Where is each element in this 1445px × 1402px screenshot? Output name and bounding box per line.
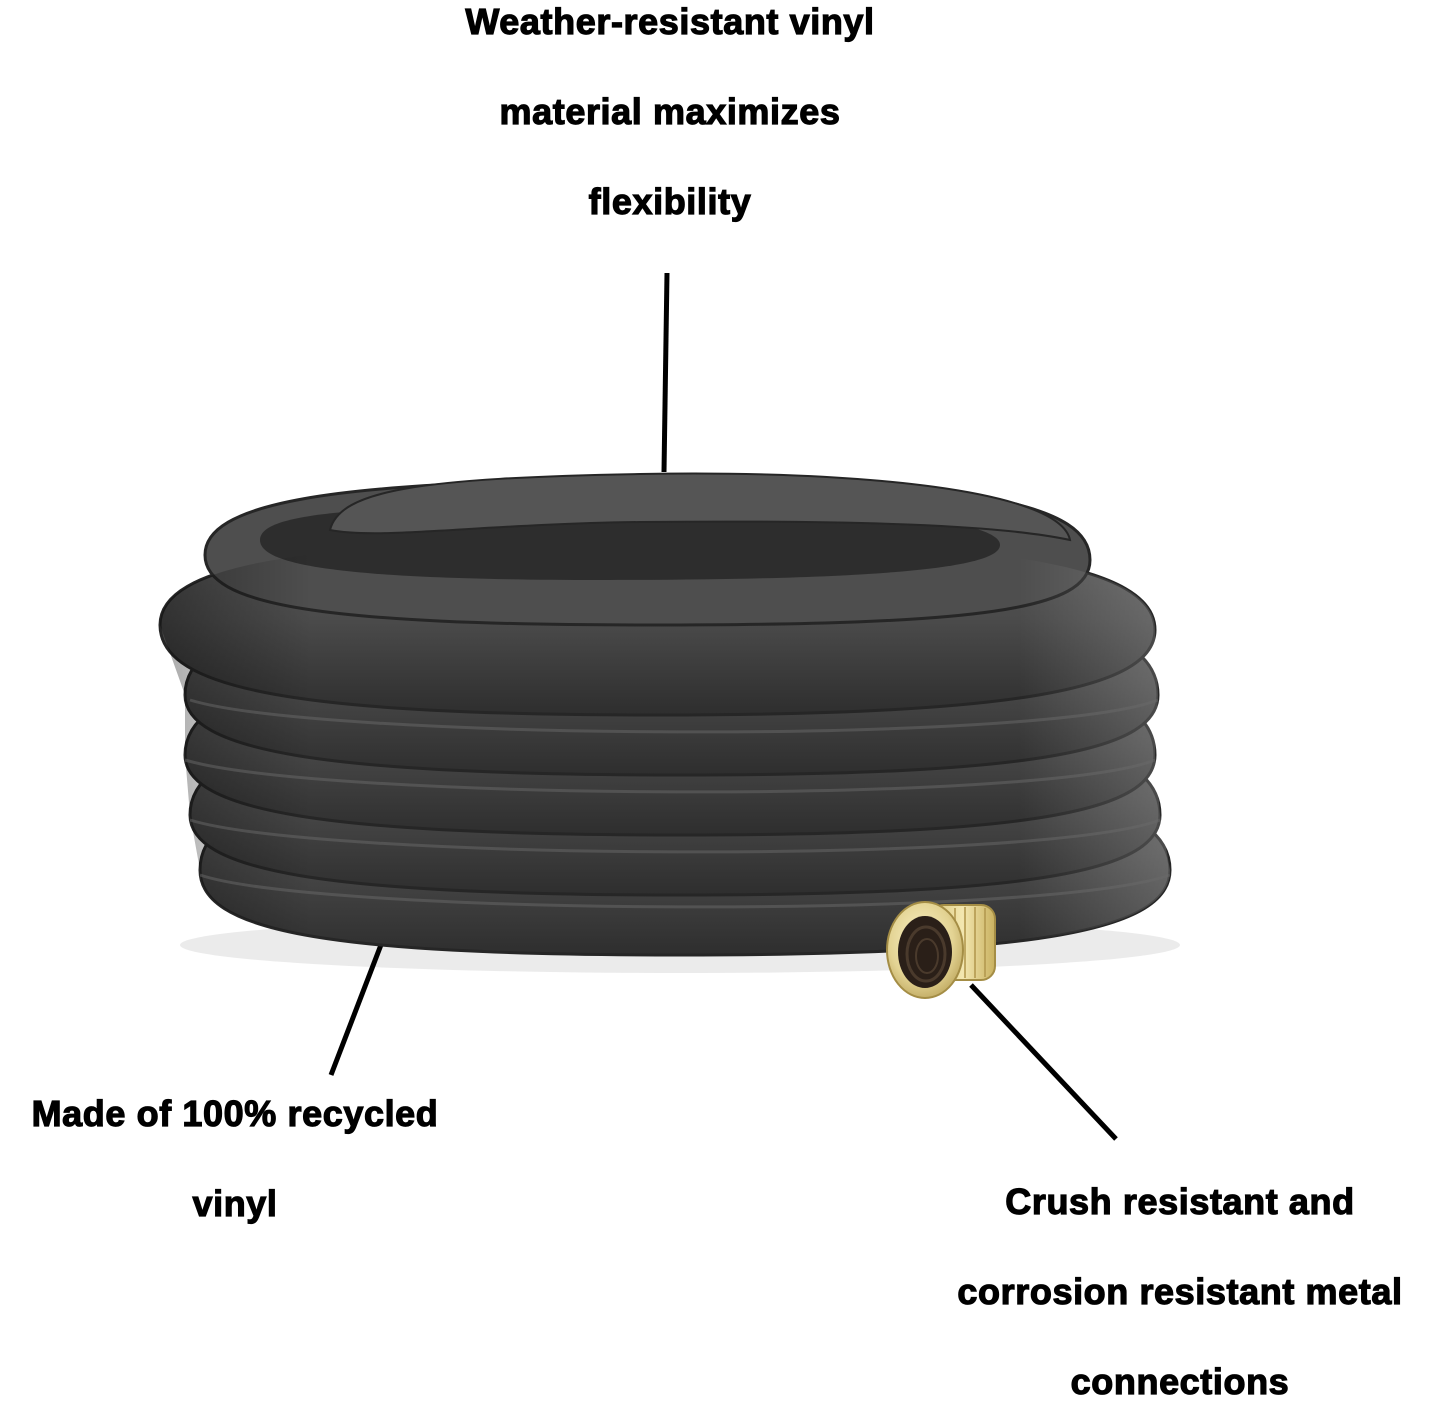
hose-coil <box>158 472 1180 973</box>
leader-line-left <box>328 936 387 1076</box>
callout-text-line: flexibility <box>588 180 752 222</box>
callout-weather-resistant: Weather-resistant vinyl material maximiz… <box>410 0 930 270</box>
callout-text-line: Weather-resistant vinyl <box>465 0 875 42</box>
callout-text-line: Crush resistant and <box>1005 1180 1355 1222</box>
callout-text-line: vinyl <box>192 1182 278 1224</box>
brass-fitting <box>886 901 996 999</box>
leader-lines <box>328 272 1118 1141</box>
leader-line-top <box>661 272 670 473</box>
callout-text-line: connections <box>1070 1360 1290 1402</box>
callout-recycled-vinyl: Made of 100% recycled vinyl <box>0 1092 470 1272</box>
callout-metal-connections: Crush resistant and corrosion resistant … <box>915 1180 1445 1402</box>
callout-text-line: Made of 100% recycled <box>31 1092 439 1134</box>
callout-text-line: material maximizes <box>499 90 841 132</box>
leader-line-right <box>969 983 1118 1141</box>
callout-text-line: corrosion resistant metal <box>957 1270 1403 1312</box>
